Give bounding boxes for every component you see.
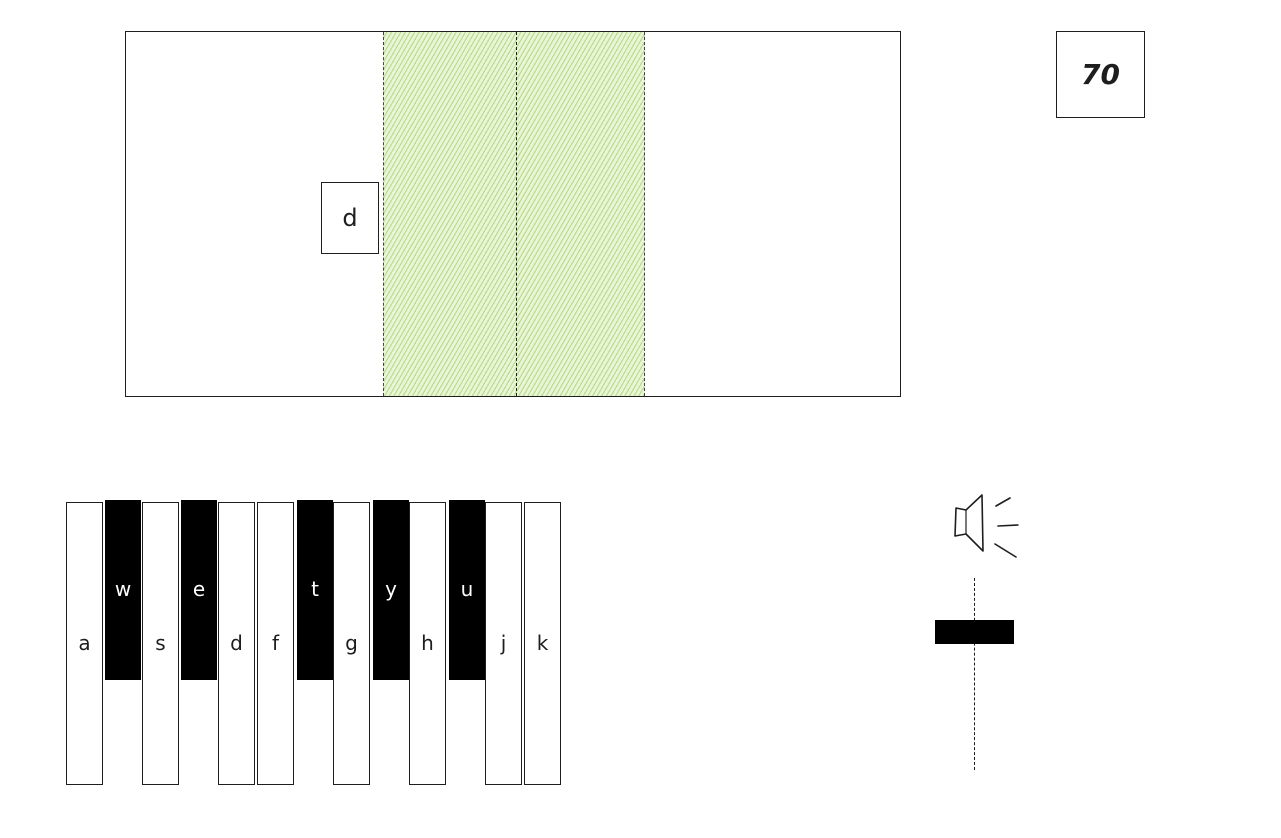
volume-control	[930, 485, 1030, 785]
piano-key-d[interactable]: d	[218, 502, 255, 785]
key-label: e	[192, 577, 206, 601]
hit-target-zone	[383, 32, 645, 396]
falling-note-label: d	[342, 204, 358, 232]
key-label: f	[271, 631, 280, 655]
volume-slider-track[interactable]	[974, 578, 975, 770]
speaker-icon[interactable]	[940, 489, 1036, 563]
piano-key-e[interactable]: e	[181, 500, 217, 680]
piano-key-u[interactable]: u	[449, 500, 485, 680]
score-value: 70	[1081, 58, 1120, 91]
piano-key-s[interactable]: s	[142, 502, 179, 785]
piano-key-y[interactable]: y	[373, 500, 409, 680]
piano-key-h[interactable]: h	[409, 502, 446, 785]
key-label: s	[155, 631, 166, 655]
piano-key-a[interactable]: a	[66, 502, 103, 785]
piano-key-w[interactable]: w	[105, 500, 141, 680]
piano-key-j[interactable]: j	[485, 502, 522, 785]
game-board: d	[125, 31, 901, 397]
key-label: t	[311, 577, 319, 601]
piano-keyboard: a s d f g h j k w e t y u	[66, 500, 566, 790]
key-label: k	[536, 631, 549, 655]
volume-slider-thumb[interactable]	[935, 619, 1014, 644]
key-label: d	[230, 631, 243, 655]
piano-key-t[interactable]: t	[297, 500, 333, 680]
falling-note: d	[321, 182, 379, 254]
hit-center-line	[516, 32, 517, 396]
piano-key-k[interactable]: k	[524, 502, 561, 785]
piano-key-f[interactable]: f	[257, 502, 294, 785]
key-label: g	[345, 631, 358, 655]
key-label: j	[500, 631, 507, 655]
key-label: h	[421, 631, 434, 655]
piano-key-g[interactable]: g	[333, 502, 370, 785]
key-label: w	[114, 577, 132, 601]
key-label: y	[385, 577, 397, 601]
key-label: a	[78, 631, 91, 655]
score-box: 70	[1056, 31, 1145, 118]
key-label: u	[460, 577, 474, 601]
